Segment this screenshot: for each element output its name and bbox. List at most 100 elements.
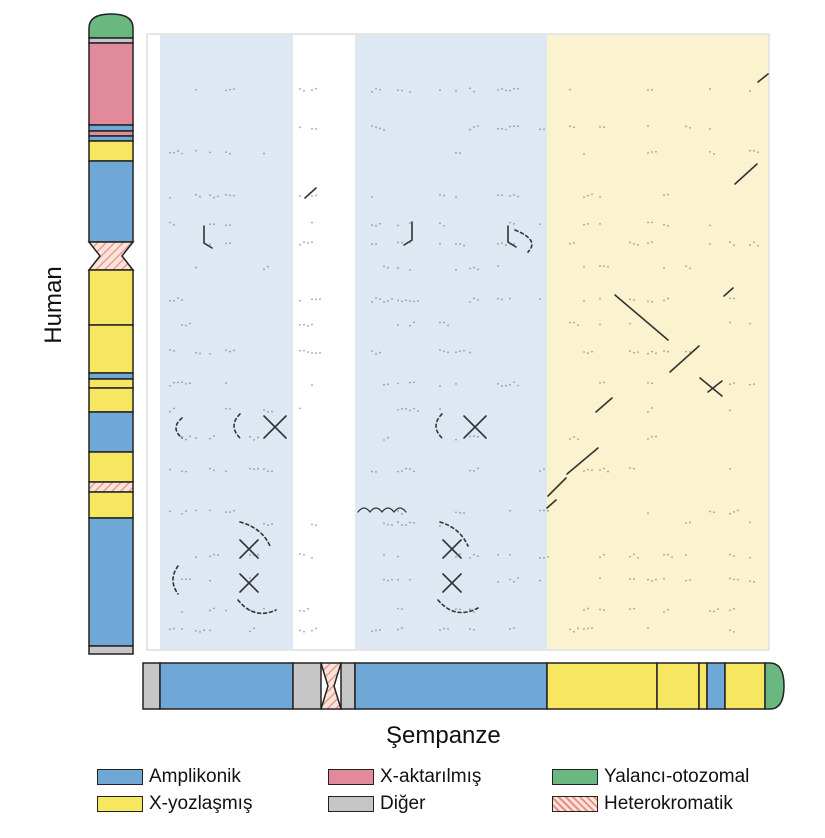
dot-mark — [501, 127, 503, 130]
dot-mark — [375, 352, 377, 355]
dot-mark — [439, 222, 441, 225]
dot-mark — [409, 269, 411, 271]
legend-label-ampliconic: Amplikonik — [149, 766, 241, 787]
dot-mark — [655, 352, 657, 355]
dot-mark — [311, 557, 313, 559]
dot-mark — [647, 381, 649, 384]
dot-mark — [509, 125, 511, 128]
dot-mark — [647, 512, 649, 515]
dot-mark — [443, 225, 445, 227]
dot-mark — [177, 150, 179, 152]
dot-mark — [497, 581, 499, 583]
dot-mark — [379, 127, 381, 130]
dot-mark — [401, 300, 403, 303]
dot-mark — [629, 555, 631, 558]
dot-mark — [401, 608, 403, 611]
human-pseudoautosomal-segment — [88, 13, 134, 39]
dot-mark — [233, 88, 235, 91]
dot-mark — [371, 125, 373, 127]
dot-mark — [599, 577, 601, 580]
dot-mark — [569, 242, 571, 245]
dot-mark — [439, 525, 441, 527]
dot-mark — [299, 553, 301, 555]
dot-mark — [737, 578, 739, 581]
dot-mark — [569, 628, 571, 631]
dot-mark — [709, 243, 711, 245]
dot-mark — [185, 578, 187, 581]
dot-mark — [299, 349, 301, 352]
dot-mark — [199, 631, 201, 633]
dot-mark — [455, 351, 457, 354]
dot-mark — [387, 266, 389, 269]
dot-mark — [375, 297, 377, 299]
dot-mark — [473, 611, 475, 613]
dot-mark — [383, 301, 385, 303]
dot-mark — [455, 268, 457, 271]
dot-mark — [689, 579, 691, 581]
dot-mark — [267, 524, 269, 527]
dot-mark — [439, 321, 441, 324]
dot-mark — [383, 439, 385, 441]
dot-mark — [469, 267, 471, 270]
dot-mark — [319, 298, 321, 300]
dot-mark — [667, 350, 669, 353]
dot-mark — [599, 323, 601, 326]
dot-mark — [757, 244, 759, 247]
dot-mark — [209, 467, 211, 470]
dot-mark — [733, 630, 735, 633]
dot-mark — [209, 437, 211, 440]
dot-mark — [509, 383, 511, 386]
dot-mark — [505, 384, 507, 387]
dot-mark — [257, 467, 259, 470]
dot-mark — [185, 382, 187, 385]
dot-mark — [229, 408, 231, 410]
dot-mark — [473, 90, 475, 93]
dot-mark — [397, 299, 399, 302]
legend-label-x-transposed: X-aktarılmış — [380, 766, 482, 787]
dot-mark — [263, 468, 265, 470]
dot-mark — [729, 512, 731, 515]
dot-mark — [209, 609, 211, 612]
dot-mark — [315, 194, 317, 197]
dot-mark — [173, 299, 175, 302]
dot-mark — [583, 470, 585, 472]
dot-mark — [629, 608, 631, 611]
dot-mark — [637, 556, 639, 559]
dot-mark — [209, 223, 211, 226]
dot-mark — [169, 468, 171, 471]
panel-ampliconic-2 — [355, 35, 547, 649]
dot-mark — [263, 268, 265, 271]
dot-mark — [501, 194, 503, 197]
dot-mark — [225, 193, 227, 196]
human-ampliconic-segment-2 — [88, 517, 134, 647]
dot-mark — [401, 524, 403, 527]
dot-mark — [513, 627, 515, 629]
panel-ampliconic-1 — [160, 35, 293, 649]
dot-mark — [225, 89, 227, 92]
dot-mark — [633, 299, 635, 301]
dot-mark — [195, 266, 197, 269]
dot-mark — [229, 194, 231, 197]
dot-mark — [729, 577, 731, 580]
dot-mark — [667, 608, 669, 611]
dot-mark — [455, 196, 457, 198]
dot-mark — [543, 468, 545, 470]
legend-item-ampliconic: Amplikonik — [97, 766, 241, 788]
dot-mark — [539, 509, 541, 512]
cross-mark-3 — [239, 539, 259, 559]
dot-mark — [371, 300, 373, 303]
dot-mark — [473, 126, 475, 128]
dot-mark — [629, 241, 631, 244]
dot-mark — [729, 241, 731, 243]
dot-mark — [225, 224, 227, 227]
dot-mark — [497, 194, 499, 197]
dot-mark — [573, 241, 575, 244]
dot-mark — [651, 435, 653, 438]
dot-mark — [229, 88, 231, 91]
human-ampliconic-segment-1 — [88, 160, 134, 243]
cross-mark-4 — [239, 573, 259, 593]
dot-mark — [439, 89, 441, 92]
dot-mark — [173, 223, 175, 226]
dot-mark — [729, 553, 731, 556]
